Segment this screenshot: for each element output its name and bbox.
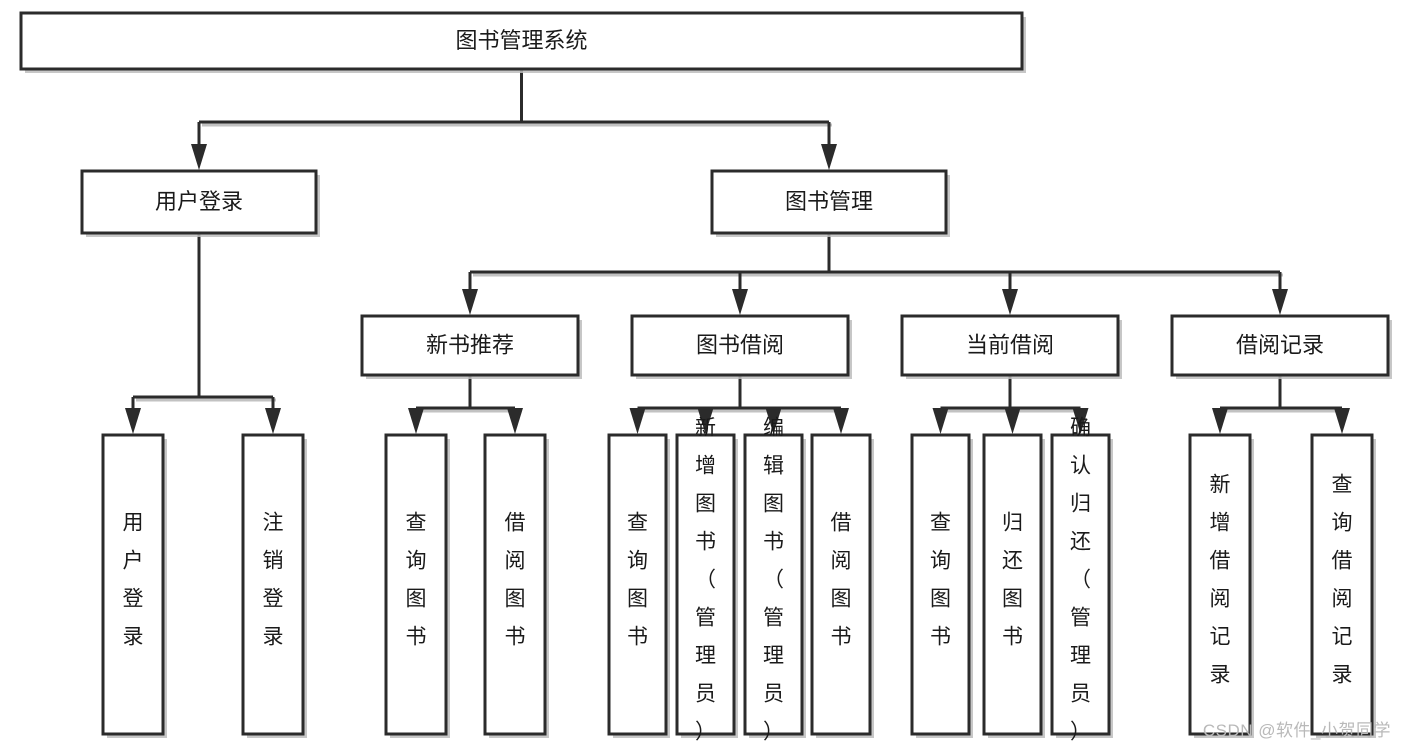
node-box[interactable] (982, 433, 1043, 736)
node-user-login[interactable]: 用户登录 (80, 169, 320, 237)
node-borrow-record[interactable]: 借阅记录 (1170, 314, 1392, 379)
node-root[interactable]: 图书管理系统 (19, 11, 1026, 73)
node-box[interactable] (630, 314, 850, 377)
node-box[interactable] (910, 433, 971, 736)
arrow-head-icon (408, 408, 424, 434)
node-box[interactable] (241, 433, 305, 736)
node-box[interactable] (384, 433, 448, 736)
node-label: 图书管理系统 (455, 28, 587, 53)
node-label: 借阅图书 (831, 512, 852, 649)
node-label: 借阅图书 (505, 512, 526, 649)
node-label: 查询图书 (627, 512, 648, 649)
node-book-borrow[interactable]: 图书借阅 (630, 314, 852, 379)
arrow-head-icon (507, 408, 523, 434)
node-label: 查询图书 (930, 512, 951, 649)
node-label: 注销登录 (263, 512, 284, 649)
arrow-head-icon (697, 408, 714, 434)
node-leaf-user-login[interactable]: 用户登录 (101, 433, 167, 738)
node-leaf-add-record[interactable]: 新增借阅记录 (1188, 433, 1254, 738)
node-label: 图书借阅 (696, 332, 784, 357)
node-leaf-query-record[interactable]: 查询借阅记录 (1310, 433, 1376, 738)
node-layer: 图书管理系统用户登录图书管理新书推荐图书借阅当前借阅借阅记录用户登录注销登录查询… (19, 11, 1392, 744)
node-label: 用户登录 (123, 512, 144, 649)
arrow-head-icon (629, 408, 646, 434)
node-label: 确认归还（管理员） (1070, 417, 1091, 744)
node-label: 查询借阅记录 (1332, 474, 1353, 687)
node-leaf-borrow-book-1[interactable]: 借阅图书 (483, 433, 549, 738)
arrow-head-icon (1334, 408, 1350, 434)
connector-layer (125, 69, 1350, 434)
node-leaf-borrow-book-2[interactable]: 借阅图书 (810, 433, 874, 738)
node-box[interactable] (101, 433, 165, 736)
node-leaf-confirm-return[interactable]: 确认归还（管理员） (1050, 417, 1113, 744)
node-new-book-recommend[interactable]: 新书推荐 (360, 314, 582, 379)
node-label: 归还图书 (1002, 512, 1023, 649)
arrow-head-icon (833, 408, 849, 434)
node-label: 编辑图书（管理员） (763, 417, 784, 744)
node-leaf-query-book-3[interactable]: 查询图书 (910, 433, 973, 738)
arrow-head-icon (1272, 289, 1288, 315)
node-label: 图书管理 (785, 189, 873, 214)
arrow-head-icon (462, 289, 478, 315)
node-box[interactable] (1310, 433, 1374, 736)
node-box[interactable] (19, 11, 1024, 71)
arrow-head-icon (125, 408, 141, 434)
arrow-head-icon (265, 408, 281, 434)
node-box[interactable] (360, 314, 580, 377)
node-leaf-logout[interactable]: 注销登录 (241, 433, 307, 738)
arrow-head-icon (191, 144, 207, 170)
node-box[interactable] (483, 433, 547, 736)
arrow-head-icon (732, 289, 748, 315)
node-box[interactable] (1188, 433, 1252, 736)
node-label: 新增图书（管理员） (695, 417, 716, 744)
node-leaf-edit-book[interactable]: 编辑图书（管理员） (743, 417, 806, 744)
node-leaf-add-book[interactable]: 新增图书（管理员） (675, 417, 738, 744)
arrow-head-icon (765, 408, 782, 434)
node-box[interactable] (675, 433, 736, 736)
arrow-head-icon (821, 144, 837, 170)
node-box[interactable] (810, 433, 872, 736)
arrow-head-icon (1004, 408, 1021, 434)
node-label: 用户登录 (155, 189, 243, 214)
node-box[interactable] (900, 314, 1120, 377)
node-book-manage[interactable]: 图书管理 (710, 169, 950, 237)
arrow-head-icon (1072, 408, 1089, 434)
node-label: 新增借阅记录 (1210, 474, 1231, 687)
node-box[interactable] (743, 433, 804, 736)
node-box[interactable] (607, 433, 668, 736)
node-box[interactable] (710, 169, 948, 235)
node-box[interactable] (1050, 433, 1111, 736)
arrow-head-icon (1212, 408, 1228, 434)
node-label: 新书推荐 (426, 332, 514, 357)
node-leaf-query-book-2[interactable]: 查询图书 (607, 433, 670, 738)
node-label: 查询图书 (406, 512, 427, 649)
node-leaf-return-book[interactable]: 归还图书 (982, 433, 1045, 738)
node-leaf-query-book-1[interactable]: 查询图书 (384, 433, 450, 738)
arrow-head-icon (1002, 289, 1018, 315)
node-label: 借阅记录 (1236, 332, 1324, 357)
arrow-head-icon (932, 408, 949, 434)
node-label: 当前借阅 (966, 332, 1054, 357)
node-current-borrow[interactable]: 当前借阅 (900, 314, 1122, 379)
node-box[interactable] (1170, 314, 1390, 377)
node-box[interactable] (80, 169, 318, 235)
